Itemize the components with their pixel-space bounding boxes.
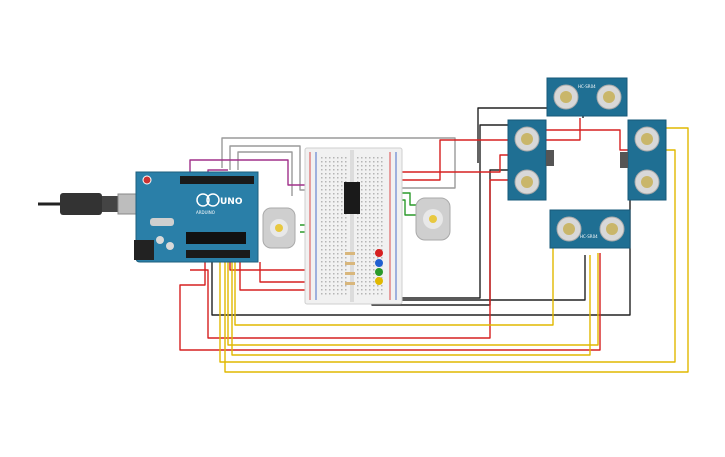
led-blue[interactable] [375,259,383,267]
motor-driver-ic[interactable] [344,182,360,214]
ultrasonic-sensor-left[interactable] [507,119,554,201]
wire-yellow-4[interactable] [231,255,591,356]
wire-red-1[interactable] [390,118,581,181]
wire-red-4[interactable] [190,179,510,339]
sensor-label-top: HC-SR04 [578,84,596,89]
ultrasonic-sensor-right[interactable] [620,119,667,201]
leds[interactable] [375,249,383,285]
ultrasonic-sensor-bottom[interactable]: HC-SR04 [549,209,631,249]
led-green[interactable] [375,268,383,276]
wire-black-2[interactable] [400,124,515,299]
arduino-model-label: UNO [220,197,243,207]
usb-cable[interactable] [38,193,141,215]
wire-red-5[interactable] [239,262,310,291]
led-red[interactable] [375,249,383,257]
resistors [345,252,355,285]
arduino-uno-board[interactable]: UNO ARDUINO [134,171,259,263]
dc-motor-left[interactable] [262,207,296,249]
sensor-label-bottom: HC-SR04 [580,234,598,239]
wire-red-8[interactable] [259,262,305,283]
wire-red-7[interactable] [546,129,630,151]
wire-gray-1[interactable] [221,137,456,189]
ultrasonic-sensor-top[interactable]: HC-SR04 [546,77,628,117]
wire-gray-3[interactable] [237,151,293,196]
wire-red-3[interactable] [179,253,601,351]
wire-purple-1[interactable] [189,159,316,188]
wire-yellow-2[interactable] [219,149,676,363]
wire-red-6[interactable] [229,262,318,271]
wire-yellow-3[interactable] [234,245,554,326]
breadboard[interactable] [304,147,403,305]
led-yellow[interactable] [375,277,383,285]
arduino-brand-label: ARDUINO [196,210,215,215]
wire-yellow-5[interactable] [227,253,599,346]
dc-motor-right[interactable] [415,197,451,241]
wire-yellow-1[interactable] [224,127,689,373]
